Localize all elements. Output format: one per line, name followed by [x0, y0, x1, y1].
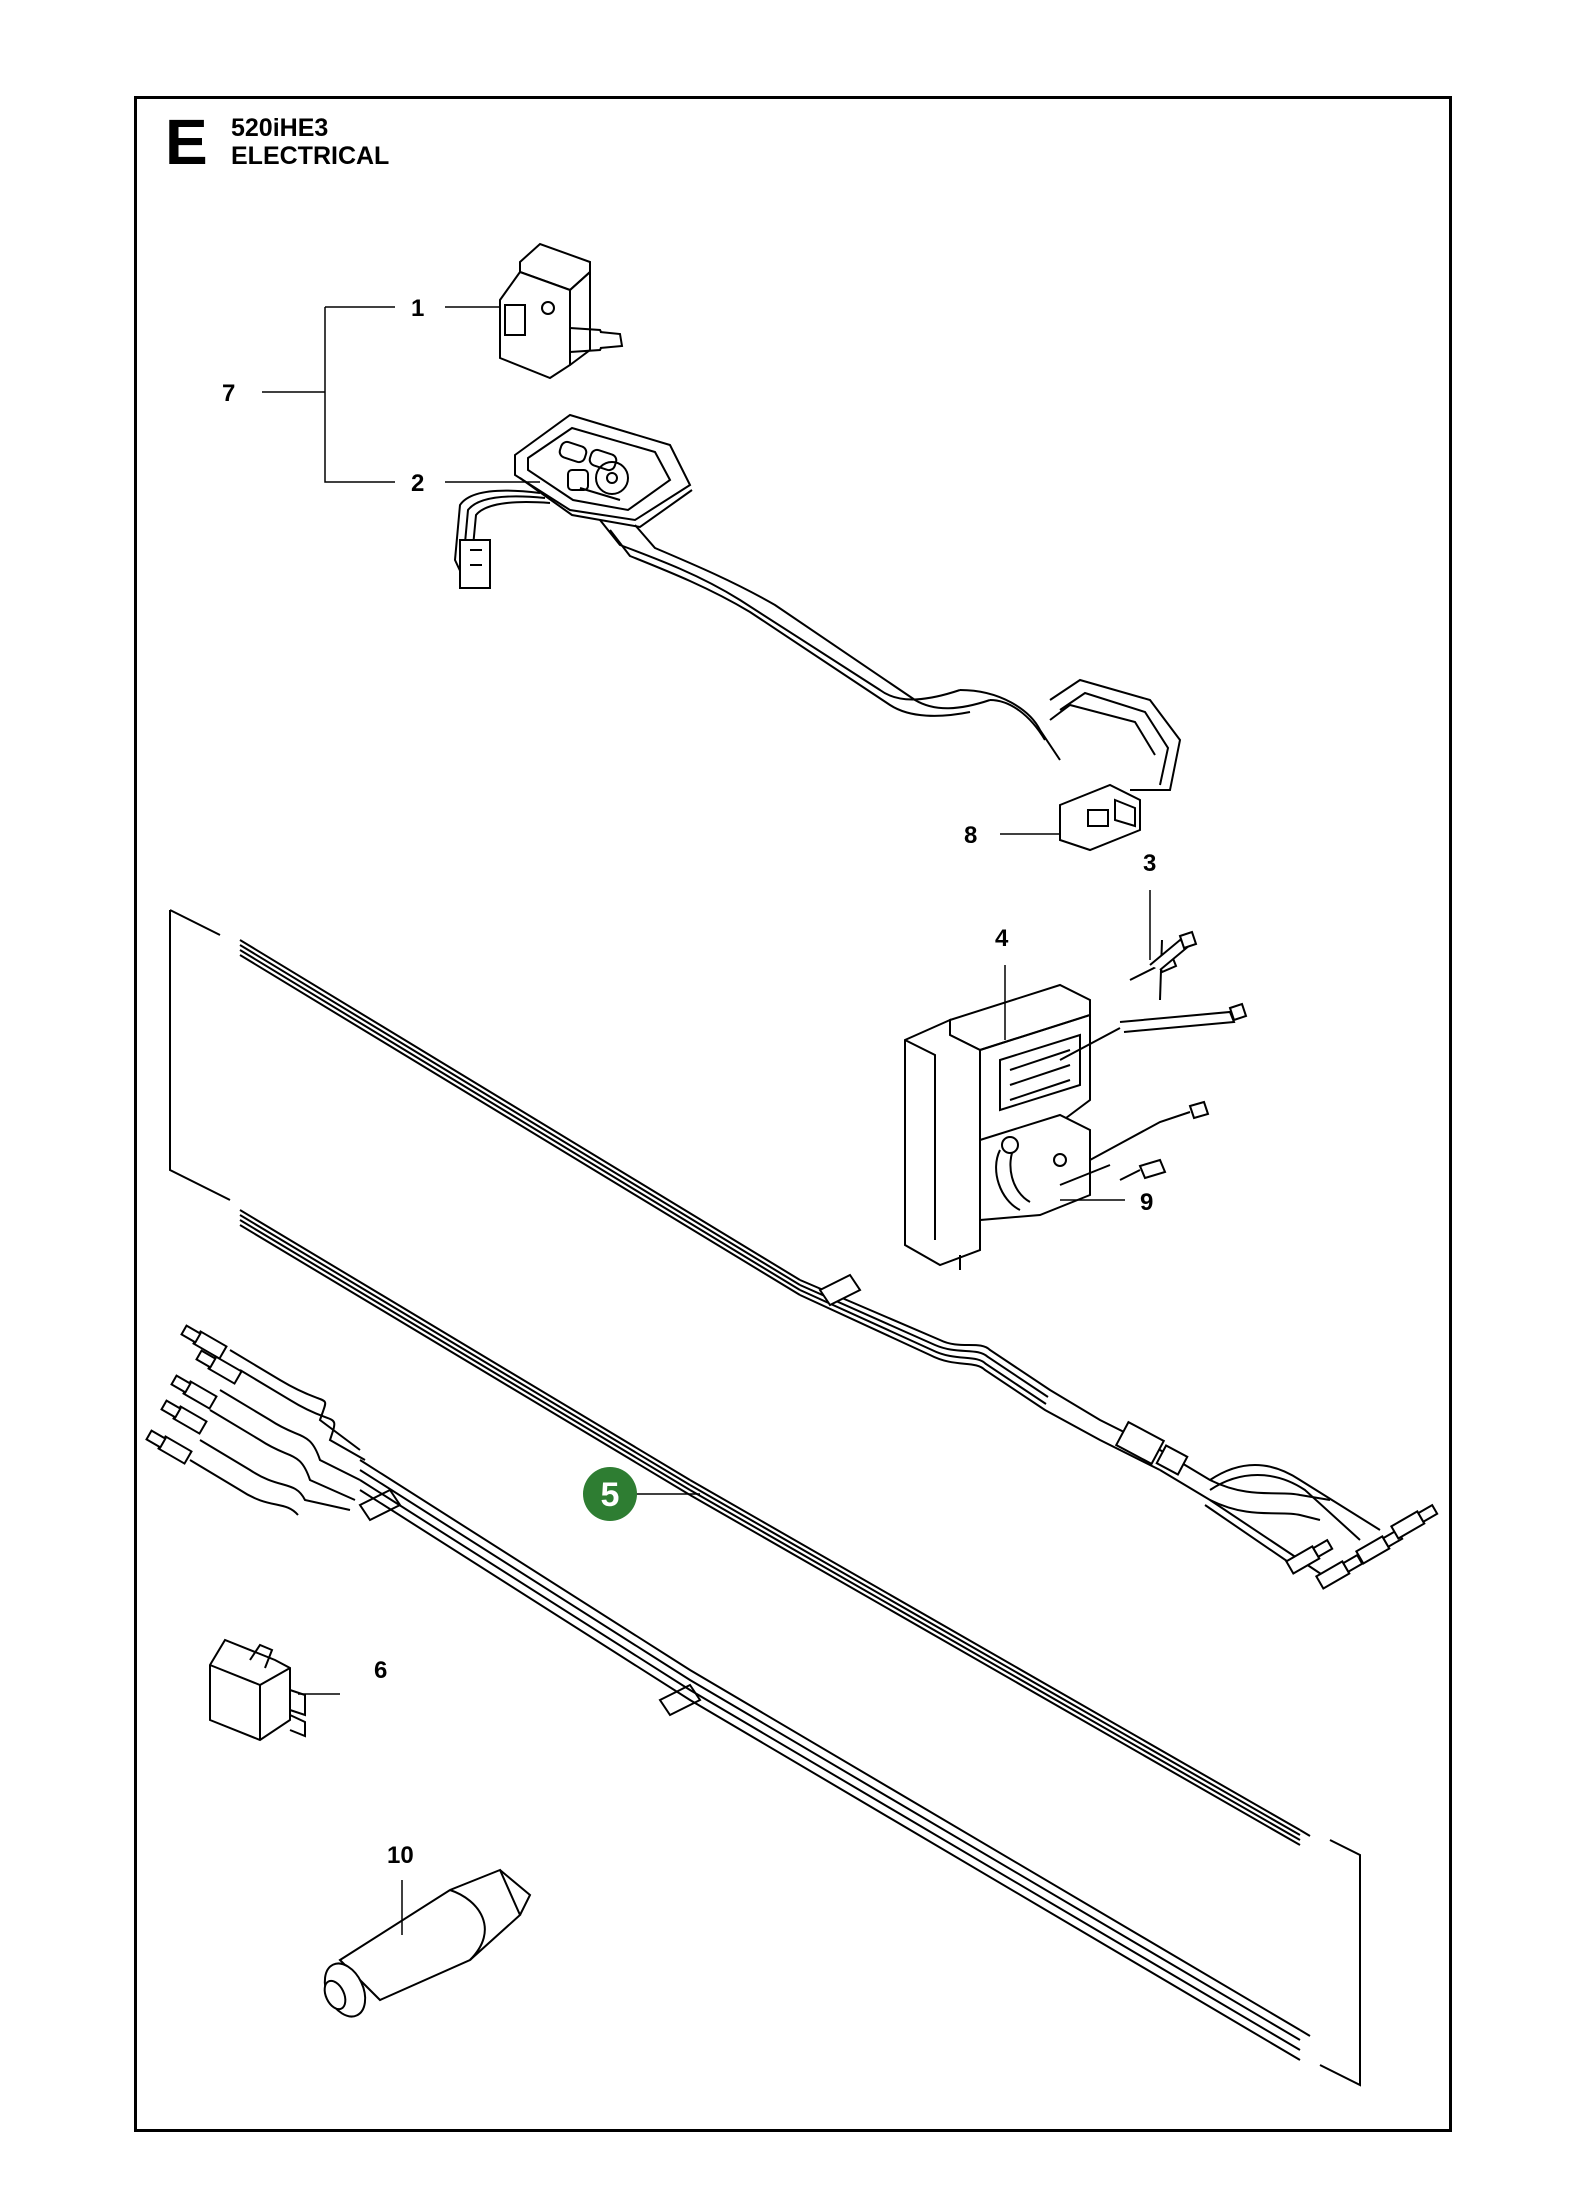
- leader-lines: [262, 306, 1151, 1935]
- callout-4: 4: [995, 925, 1009, 952]
- callout-5: 5: [601, 1476, 620, 1514]
- callout-6: 6: [374, 1657, 387, 1684]
- section-name: ELECTRICAL: [231, 142, 390, 170]
- page-title: 520iHE3 ELECTRICAL: [231, 114, 389, 170]
- diagram-frame: [134, 96, 1452, 2132]
- part-grease-tube[interactable]: [317, 1868, 532, 2023]
- part-potentiometer[interactable]: [499, 242, 624, 380]
- callout-3: 3: [1143, 850, 1156, 877]
- part-control-unit[interactable]: [904, 983, 1091, 1270]
- callout-5-highlight: 5: [583, 1467, 637, 1521]
- part-wire-harness[interactable]: [145, 909, 1439, 2087]
- callout-1: 1: [411, 295, 424, 322]
- part-screws[interactable]: [1059, 930, 1248, 1186]
- callout-2: 2: [411, 470, 424, 497]
- callout-9: 9: [1140, 1189, 1153, 1216]
- part-connector[interactable]: [1059, 783, 1141, 852]
- model-name: 520iHE3: [231, 114, 329, 142]
- section-letter: E: [165, 106, 208, 178]
- highlight-badge: [583, 1467, 637, 1521]
- part-control-panel[interactable]: [453, 413, 1182, 791]
- callout-8: 8: [964, 822, 977, 849]
- part-microswitch[interactable]: [209, 1638, 306, 1742]
- callout-10: 10: [387, 1842, 414, 1869]
- callout-7: 7: [222, 380, 235, 407]
